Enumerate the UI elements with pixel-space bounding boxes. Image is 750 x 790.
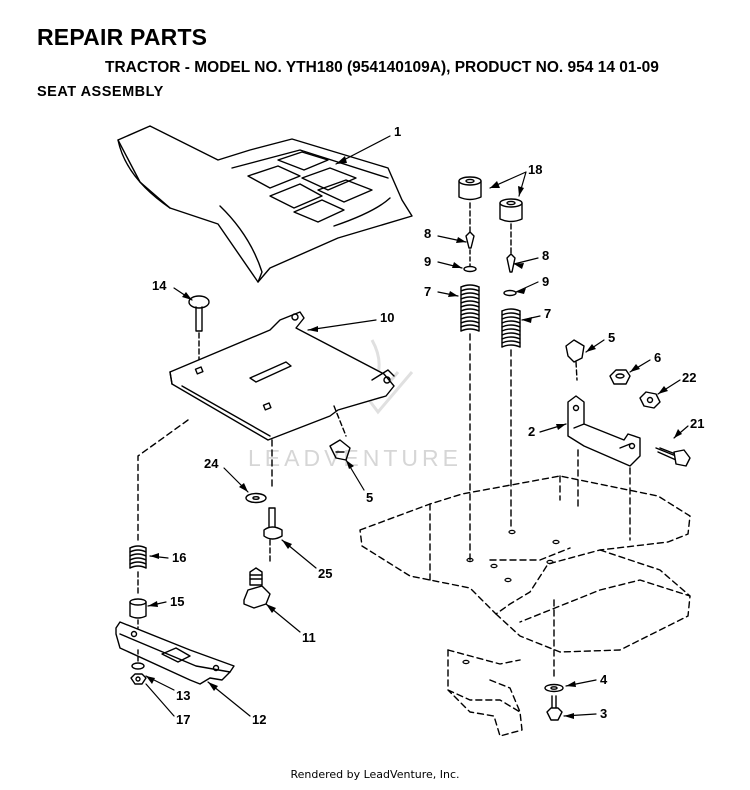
callout-5-right: 5: [608, 330, 615, 345]
seat-pan-part-10: [169, 311, 395, 441]
shoulder-bolt-part-25: [263, 507, 283, 563]
lock-nut-part-22: [639, 391, 661, 409]
callout-8-right: 8: [542, 248, 549, 263]
spacer-part-15: [129, 598, 147, 629]
callout-4: 4: [600, 672, 608, 687]
callout-13: 13: [176, 688, 190, 703]
callout-12: 12: [252, 712, 266, 727]
watermark: LEADVENTURE: [248, 339, 462, 471]
spring-stack-right: [501, 223, 521, 348]
page-title: REPAIR PARTS: [37, 24, 208, 50]
section-title: SEAT ASSEMBLY: [37, 84, 164, 100]
callout-18: 18: [528, 162, 542, 177]
bumper-part-18: [458, 176, 523, 223]
spring-stack-left: [460, 202, 480, 332]
bolt-part-21: [655, 447, 691, 467]
arrowheads: [146, 156, 682, 719]
bolt-part-3: [546, 695, 563, 721]
callout-11: 11: [302, 630, 316, 645]
nut-part-13: [130, 649, 147, 685]
callout-2: 2: [528, 424, 535, 439]
bracket-part-12: [115, 621, 235, 685]
nut-part-6: [609, 369, 631, 385]
callout-3: 3: [600, 706, 607, 721]
callout-15: 15: [170, 594, 184, 609]
callout-labels: 1 18 8 9 7 8 9 7 14 10 5 6 22 2 21 24 5 …: [152, 124, 704, 727]
model-subtitle: TRACTOR - MODEL NO. YTH180 (954140109A),…: [105, 59, 659, 76]
callout-24: 24: [204, 456, 219, 471]
spring-part-16: [129, 545, 147, 597]
callout-5-left: 5: [366, 490, 373, 505]
callout-6: 6: [654, 350, 661, 365]
callout-22: 22: [682, 370, 696, 385]
hinge-bracket-part-2: [567, 395, 641, 541]
callout-21: 21: [690, 416, 704, 431]
clip-part-5-left: [329, 405, 351, 461]
callout-7-right: 7: [544, 306, 551, 321]
tractor-frame: [359, 475, 691, 737]
washer-part-4: [544, 599, 564, 693]
callout-17: 17: [176, 712, 190, 727]
callout-25: 25: [318, 566, 332, 581]
callout-7-left: 7: [424, 284, 431, 299]
seat: [117, 125, 413, 283]
callout-10: 10: [380, 310, 394, 325]
callout-16: 16: [172, 550, 186, 565]
watermark-text: LEADVENTURE: [248, 445, 462, 471]
callout-14: 14: [152, 278, 167, 293]
clip-part-5-right: [565, 339, 585, 381]
callout-9-left: 9: [424, 254, 431, 269]
callout-1: 1: [394, 124, 401, 139]
callout-8-left: 8: [424, 226, 431, 241]
washer-part-24: [245, 492, 267, 504]
wing-nut-part-11: [243, 567, 271, 609]
frame-holes: [462, 529, 560, 665]
footer-credit: Rendered by LeadVenture, Inc.: [290, 768, 460, 781]
callout-9-right: 9: [542, 274, 549, 289]
